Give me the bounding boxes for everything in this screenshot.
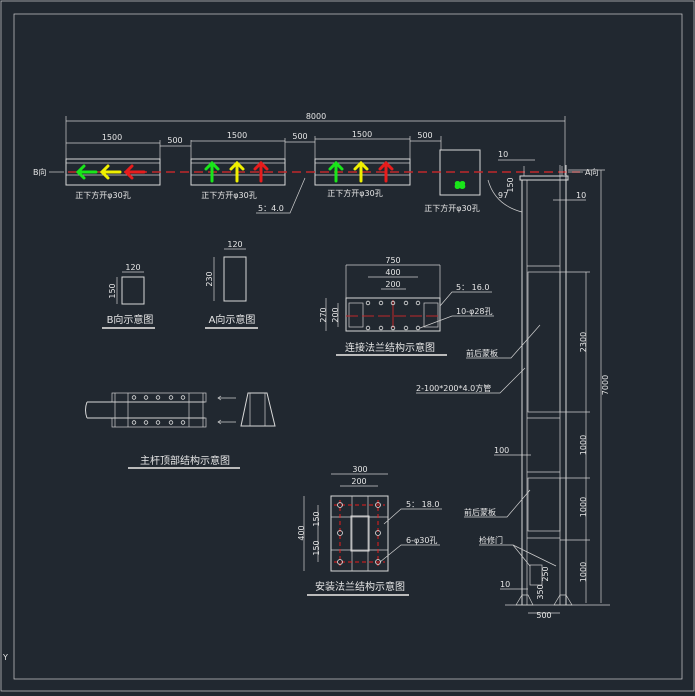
panel-label-1: 前后蒙板: [466, 348, 498, 358]
hole-note-1: 正下方开φ30孔: [75, 190, 130, 200]
mount-flange-holes: 6-φ30孔: [406, 536, 437, 545]
pole-top-structure: 主杆顶部结构示意图: [85, 392, 276, 469]
arrow-left-yellow-icon: [99, 164, 122, 180]
connection-flange: 750 400 200 270 200 5： 16.0 10-φ28孔 连接法兰…: [319, 256, 494, 356]
arrow-left-icon: [217, 395, 236, 401]
arrow-left-red-icon: [123, 164, 146, 180]
maintenance-door: [529, 564, 543, 586]
dim-100: 100: [494, 446, 509, 455]
dim-150: 150: [506, 177, 515, 192]
plate-note: 5：4.0: [258, 204, 284, 213]
dim-1000-a: 1000: [579, 435, 588, 455]
b-view-height: 150: [108, 283, 117, 298]
dim-7000: 7000: [601, 375, 610, 395]
arrow-left-green-icon: [75, 164, 98, 180]
dim-270: 270: [319, 307, 328, 322]
dim-200-mount: 200: [351, 477, 366, 486]
mount-flange-title: 安装法兰结构示意图: [315, 580, 405, 593]
dim-350: 350: [536, 584, 545, 599]
dim-500-1: 500: [167, 136, 182, 145]
a-view-width: 120: [227, 240, 242, 249]
arrow-up-yellow-icon: [353, 160, 369, 183]
dim-1500-1: 1500: [102, 133, 122, 142]
arrow-up-red-icon: [253, 160, 269, 183]
dim-2300: 2300: [579, 332, 588, 352]
dim-500-3: 500: [417, 131, 432, 140]
label-b-direction: B向: [33, 167, 47, 177]
arrow-up-yellow-icon: [229, 160, 245, 183]
dim-750: 750: [385, 256, 400, 265]
dim-150-a: 150: [312, 511, 321, 526]
dim-300: 300: [352, 465, 367, 474]
dim-250: 250: [541, 566, 550, 581]
b-view: 120 150 B向示意图: [102, 263, 155, 329]
mount-flange-plate: 5： 18.0: [406, 500, 439, 509]
dim-10-bottom: 10: [500, 580, 510, 589]
inner-frame: [13, 13, 683, 680]
dim-150-b: 150: [312, 540, 321, 555]
dim-400-mount: 400: [297, 525, 306, 540]
connect-flange-title: 连接法兰结构示意图: [345, 341, 435, 354]
dim-500-2: 500: [292, 132, 307, 141]
top-structure-title: 主杆顶部结构示意图: [140, 454, 230, 467]
tube-label: 2-100*200*4.0方管: [416, 383, 491, 393]
ucs-y-label: Y: [2, 653, 8, 662]
a-view-title: A向示意图: [209, 313, 256, 326]
panel-label-2: 前后蒙板: [464, 507, 496, 517]
dim-200-vertical: 200: [331, 307, 340, 322]
dim-10-top: 10: [498, 150, 508, 159]
hole-note-2: 正下方开φ30孔: [201, 190, 256, 200]
dim-angle: 97: [498, 191, 508, 200]
arrow-left-icon: [217, 419, 236, 425]
a-view-height: 230: [205, 271, 214, 286]
hole-note-4: 正下方开φ30孔: [424, 203, 479, 213]
dim-1000-b: 1000: [579, 497, 588, 517]
dim-400: 400: [385, 268, 400, 277]
label-a-direction: A向: [585, 167, 598, 177]
front-back-panel-1: [527, 271, 561, 413]
b-view-title: B向示意图: [107, 313, 154, 326]
door-label: 检修门: [479, 535, 503, 545]
dim-10-right: 10: [576, 191, 586, 200]
arrow-up-green-icon: [328, 160, 344, 183]
hole-note-3: 正下方开φ30孔: [327, 188, 382, 198]
dim-1500-3: 1500: [352, 130, 372, 139]
dim-1500-2: 1500: [227, 131, 247, 140]
connect-flange-plate: 5： 16.0: [456, 283, 489, 292]
a-view: 120 230 A向示意图: [205, 240, 258, 329]
countdown-digits: 88: [455, 181, 465, 190]
dim-8000: 8000: [306, 112, 326, 121]
arrow-up-red-icon: [378, 160, 394, 183]
front-back-panel-2: [527, 477, 561, 532]
arrow-up-green-icon: [204, 160, 220, 183]
b-view-width: 120: [125, 263, 140, 272]
dim-1000-c: 1000: [579, 562, 588, 582]
connect-flange-holes: 10-φ28孔: [456, 307, 493, 316]
dim-500-base: 500: [536, 611, 551, 620]
dim-200: 200: [385, 280, 400, 289]
pole-view: 2300 1000 1000 1000 7000 前后蒙板 2-100*200*…: [416, 165, 610, 620]
elevation-view: 8000 1500 500 1500 500 1500 500 88 B向: [33, 112, 598, 214]
mounting-flange: 300 200 400 150 150 5： 18.0 6-φ30孔 安装法兰结…: [297, 465, 442, 596]
